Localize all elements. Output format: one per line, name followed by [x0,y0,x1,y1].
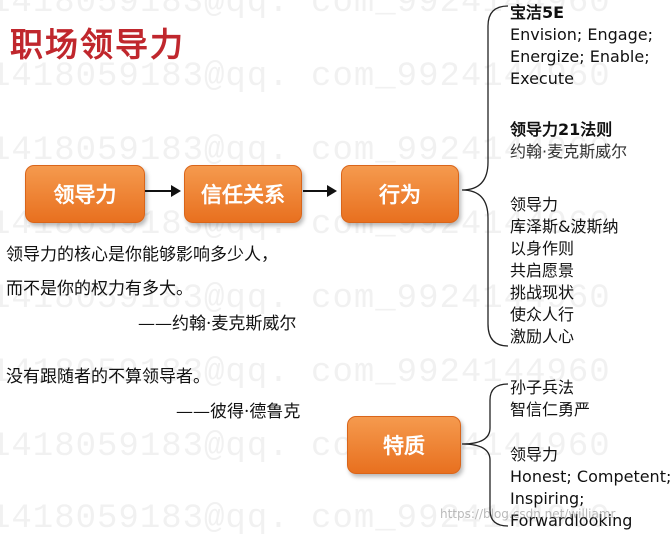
trait-notes: 领导力 Honest; Competent; Inspiring; Forwar… [510,444,671,532]
pg-5e-label: 宝洁5E [510,3,565,22]
behavior-brace-icon [461,5,509,347]
behavior-notes: 宝洁5E Envision; Engage; Energize; Enable;… [510,2,653,90]
arrow-right-icon [303,185,337,197]
note-line: Envision; Engage; [510,25,653,44]
watermark-row: 1418059183@qq. com_9924144960 [0,58,611,96]
note-line: Honest; Competent; [510,467,671,486]
watermark-row: 1418059183@qq. com_9924144960 [0,280,611,318]
note-line: 使众人行 [510,305,575,324]
note-line: Execute [510,69,574,88]
watermark-row: 1418059183@qq. com_9924144960 [0,354,611,392]
trait-brace-icon [461,383,509,527]
behavior-box: 行为 [341,165,459,223]
behavior-notes: 领导力 库泽斯&波斯纳 以身作则 共启愿景 挑战现状 使众人行 激励人心 [510,194,618,348]
quote-1-line-2: 而不是你的权力有多大。 [6,279,193,299]
note-line: 约翰·麦克斯威尔 [510,142,628,161]
watermark-row: 1418059183@qq. com_9924144960 [0,0,611,22]
note-line: 领导力 [510,195,559,214]
note-line: Forwardlooking [510,511,633,530]
trait-box: 特质 [347,416,461,474]
leadership-box: 领导力 [25,165,145,223]
laws-21-label: 领导力21法则 [510,120,613,139]
quote-2-line-1: 没有跟随者的不算领导者。 [6,367,210,387]
note-line: 共启愿景 [510,261,575,280]
note-line: 挑战现状 [510,283,575,302]
watermark-row: 1418059183@qq. com_9924144960 [0,132,611,170]
quote-2-author: ——彼得·德鲁克 [176,402,301,422]
arrow-right-icon [145,185,181,197]
watermark-row: 1418059183@qq. com_9924144960 [0,500,611,538]
quote-1-author: ——约翰·麦克斯威尔 [138,314,297,334]
note-line: 库泽斯&波斯纳 [510,217,619,236]
slide-title: 职场领导力 [10,25,185,64]
note-line: Inspiring; [510,489,585,508]
quote-1-line-1: 领导力的核心是你能够影响多少人， [6,245,278,265]
behavior-notes: 领导力21法则 约翰·麦克斯威尔 [510,119,627,163]
note-line: 智信仁勇严 [510,400,591,419]
note-line: 领导力 [510,445,559,464]
watermark-row: 1418059183@qq. com_9924144960 [0,428,611,466]
watermark-credit: https://blog.csdn.net/williamr [440,507,616,521]
note-line: Energize; Enable; [510,47,650,66]
note-line: 孙子兵法 [510,378,575,397]
trust-box: 信任关系 [184,165,302,223]
note-line: 激励人心 [510,327,575,346]
trait-notes: 孙子兵法 智信仁勇严 [510,377,590,421]
note-line: 以身作则 [510,239,575,258]
